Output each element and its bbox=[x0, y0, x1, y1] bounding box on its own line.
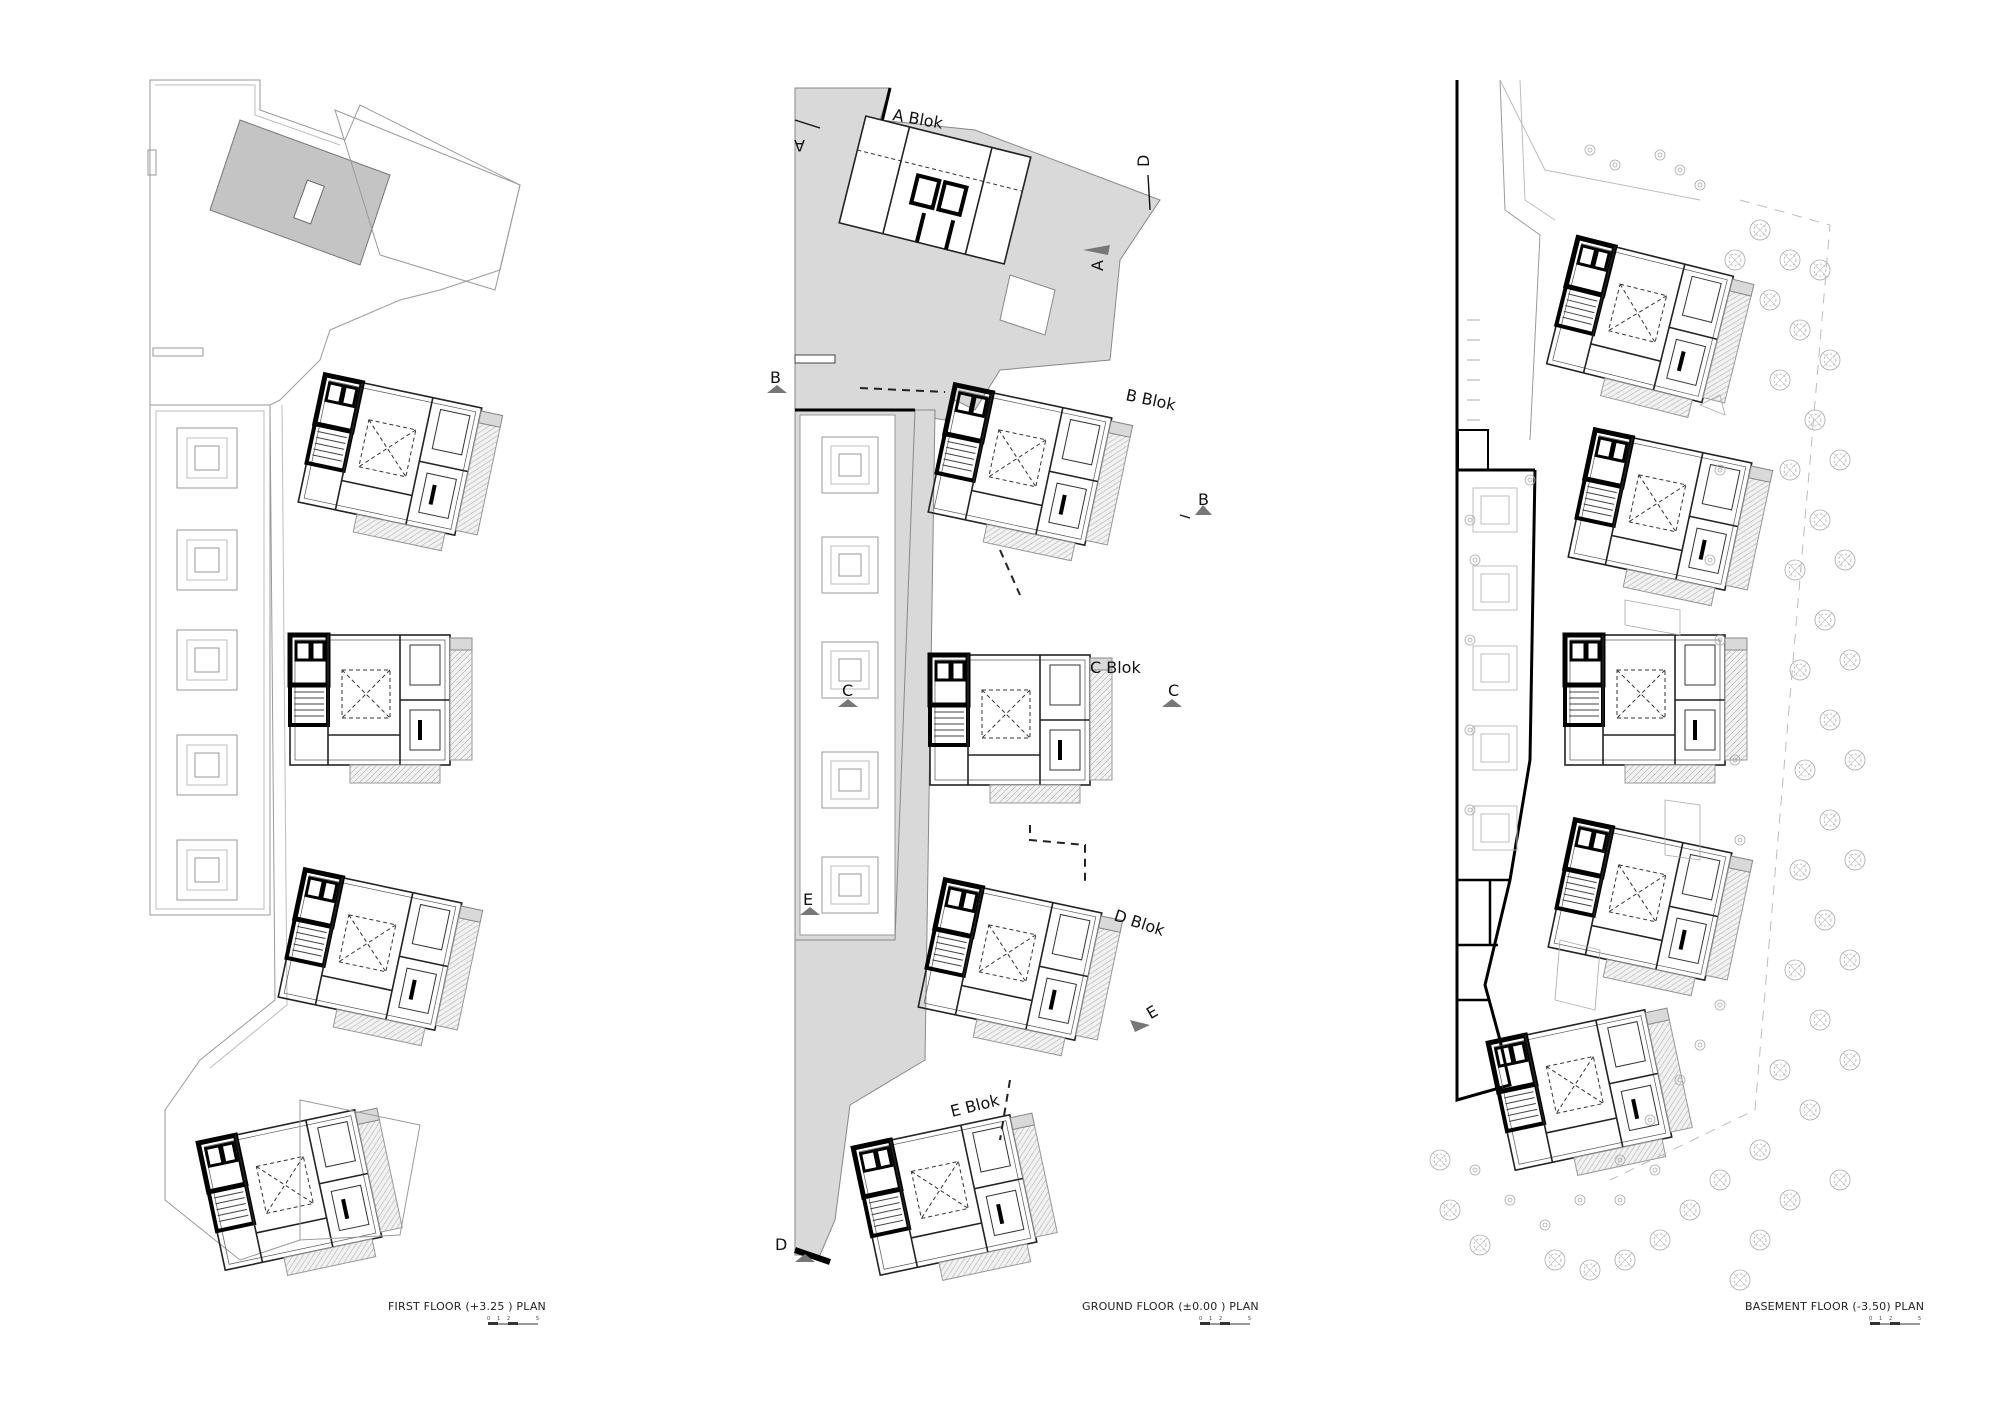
ground-floor-plan-title: GROUND FLOOR (±0.00 ) PLAN bbox=[1082, 1300, 1259, 1313]
ground-floor-plan: A Blok B Blok C Blok D Blok E Blok A A D… bbox=[767, 87, 1259, 1325]
section-marker-c-right: C bbox=[1168, 681, 1179, 700]
scale-label: 1 bbox=[1209, 1316, 1212, 1322]
ground-block-b bbox=[924, 385, 1133, 568]
basement-skylights bbox=[1472, 487, 1518, 851]
section-marker-b-left: B bbox=[770, 368, 781, 387]
scale-label: 0 bbox=[1869, 1316, 1872, 1322]
ground-floor-scale-bar: 0 1 2 5 bbox=[1199, 1316, 1251, 1325]
ramp-lines bbox=[1467, 319, 1480, 421]
ground-block-c bbox=[930, 655, 1112, 803]
section-marker-e-left: E bbox=[803, 890, 813, 909]
block-label-e: E Blok bbox=[948, 1090, 1002, 1121]
block-label-b: B Blok bbox=[1124, 385, 1178, 414]
section-marker-c-left: C bbox=[842, 681, 853, 700]
scale-label: 5 bbox=[1248, 1316, 1251, 1322]
first-floor-block-e bbox=[198, 1105, 407, 1288]
scale-label: 0 bbox=[487, 1316, 490, 1322]
first-floor-block-d bbox=[274, 870, 483, 1053]
section-marker-d-top: D bbox=[1134, 155, 1153, 167]
basement-block-b bbox=[1564, 430, 1773, 613]
first-floor-block-c bbox=[290, 635, 472, 783]
ground-courtyard-skylights bbox=[821, 436, 879, 914]
basement-block-e bbox=[1488, 1005, 1697, 1188]
first-floor-plan-title: FIRST FLOOR (+3.25 ) PLAN bbox=[388, 1300, 546, 1313]
scale-label: 1 bbox=[497, 1316, 500, 1322]
ground-block-e bbox=[853, 1110, 1062, 1293]
first-floor-scale-bar: 0 1 2 5 bbox=[487, 1316, 539, 1325]
section-marker-a-right: A bbox=[1088, 260, 1107, 271]
scale-label: 2 bbox=[1889, 1316, 1892, 1322]
basement-floor-scale-bar: 0 1 2 5 bbox=[1869, 1316, 1921, 1325]
ground-block-d bbox=[914, 880, 1123, 1063]
courtyard-skylights bbox=[176, 427, 238, 901]
scale-label: 2 bbox=[507, 1316, 510, 1322]
block-label-c: C Blok bbox=[1090, 658, 1141, 677]
section-marker-b-right: B bbox=[1198, 490, 1209, 509]
scale-label: 5 bbox=[536, 1316, 539, 1322]
first-floor-plan: FIRST FLOOR (+3.25 ) PLAN 0 1 2 5 bbox=[147, 79, 546, 1325]
section-marker-d-bottom: D bbox=[775, 1235, 787, 1254]
basement-floor-plan: BASEMENT FLOOR (-3.50) PLAN 0 1 2 5 bbox=[1429, 79, 1924, 1325]
basement-block-a bbox=[1542, 238, 1754, 426]
basement-floor-plan-title: BASEMENT FLOOR (-3.50) PLAN bbox=[1745, 1300, 1924, 1313]
basement-block-c bbox=[1565, 635, 1747, 783]
parking-stripes bbox=[1554, 394, 1726, 1011]
first-floor-block-b bbox=[294, 375, 503, 558]
scale-label: 5 bbox=[1918, 1316, 1921, 1322]
ground-block-a bbox=[838, 115, 1032, 265]
basement-block-d bbox=[1544, 820, 1753, 1003]
scale-label: 0 bbox=[1199, 1316, 1202, 1322]
scale-label: 2 bbox=[1219, 1316, 1222, 1322]
section-marker-e-right: E bbox=[1143, 1001, 1161, 1023]
scale-label: 1 bbox=[1879, 1316, 1882, 1322]
block-label-d: D Blok bbox=[1112, 906, 1168, 940]
section-marker-a-top: A bbox=[794, 136, 805, 155]
